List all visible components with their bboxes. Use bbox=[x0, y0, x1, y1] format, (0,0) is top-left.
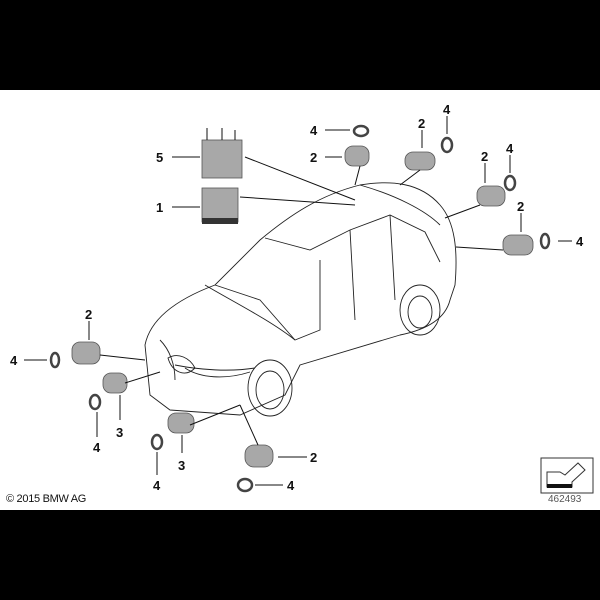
callout-4[interactable]: 4 bbox=[153, 478, 161, 493]
callout-4[interactable]: 4 bbox=[287, 478, 295, 493]
leader-lines bbox=[24, 116, 572, 486]
callout-2[interactable]: 2 bbox=[310, 450, 317, 465]
callout-4[interactable]: 4 bbox=[506, 141, 514, 156]
sensors[interactable] bbox=[71, 145, 534, 468]
control-unit-1[interactable] bbox=[201, 187, 239, 223]
callout-4[interactable]: 4 bbox=[93, 440, 101, 455]
callout-3[interactable]: 3 bbox=[116, 425, 123, 440]
copyright-text: © 2015 BMW AG bbox=[6, 493, 87, 505]
sealing-rings[interactable] bbox=[49, 124, 551, 493]
callout-4[interactable]: 4 bbox=[576, 234, 584, 249]
callout-2[interactable]: 2 bbox=[517, 199, 524, 214]
callout-3[interactable]: 3 bbox=[178, 458, 185, 473]
callout-1[interactable]: 1 bbox=[156, 200, 163, 215]
callout-2[interactable]: 2 bbox=[85, 307, 92, 322]
callout-numbers: 5 1 4 2 2 4 2 4 2 4 2 4 3 4 3 4 2 4 bbox=[10, 102, 584, 493]
arrow-down-left-icon[interactable] bbox=[540, 457, 594, 494]
callout-2[interactable]: 2 bbox=[481, 149, 488, 164]
callout-4[interactable]: 4 bbox=[10, 353, 18, 368]
callout-2[interactable]: 2 bbox=[418, 116, 425, 131]
car-outline bbox=[144, 182, 457, 417]
callout-2[interactable]: 2 bbox=[310, 150, 317, 165]
callout-5[interactable]: 5 bbox=[156, 150, 163, 165]
parts-diagram-panel bbox=[0, 90, 600, 510]
diagram-number: 462493 bbox=[548, 494, 582, 505]
connector bbox=[202, 218, 238, 224]
control-unit-5[interactable] bbox=[201, 128, 243, 179]
callout-4[interactable]: 4 bbox=[443, 102, 451, 117]
callout-4[interactable]: 4 bbox=[310, 123, 318, 138]
